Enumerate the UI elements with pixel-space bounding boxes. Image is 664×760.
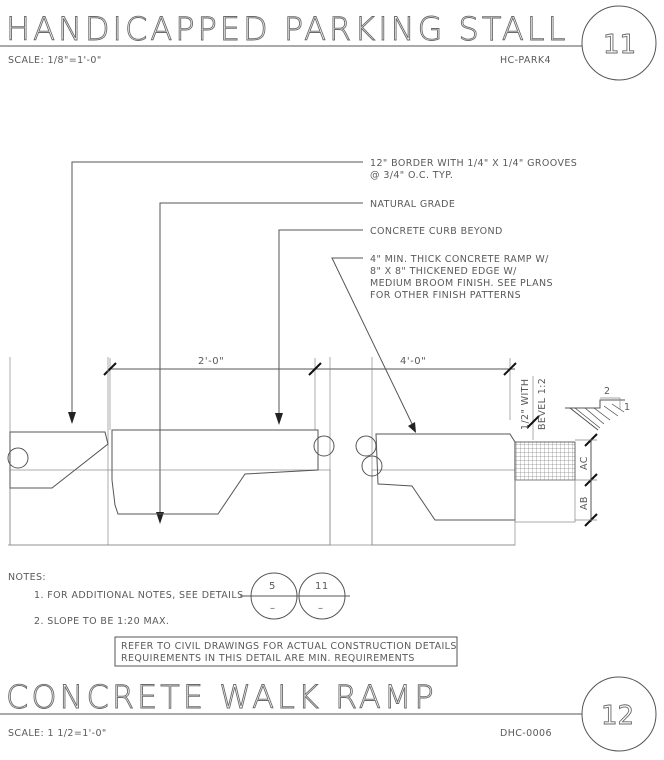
civil-note-box: [114, 636, 458, 667]
concrete-ramp-slab: [375, 433, 516, 521]
detail-ref-11-number: 11: [315, 581, 329, 592]
section-drawing: AC AB 1/2" WITH BEVEL 1:2 2 1: [7, 376, 630, 546]
callout-curb: CONCRETE CURB BEYOND: [370, 226, 503, 237]
concrete-curb-slab: [111, 429, 319, 515]
brick-subbase-right: [371, 469, 516, 546]
note-1: 1. FOR ADDITIONAL NOTES, SEE DETAILS: [34, 590, 244, 601]
joint-mid-b: [355, 435, 377, 457]
callout-text: 12" BORDER WITH 1/4" X 1/4" GROOVES @ 3/…: [370, 158, 577, 301]
callout-border-line1: 12" BORDER WITH 1/4" X 1/4" GROOVES: [370, 158, 577, 169]
bottom-title: CONCRETE WALK RAMP: [6, 678, 437, 716]
bottom-scale: SCALE: 1 1/2=1'-0": [8, 728, 107, 739]
bevel-note-line2: BEVEL 1:2: [537, 378, 548, 430]
top-title-block: HANDICAPPED PARKING STALL SCALE: 1/8"=1'…: [0, 5, 657, 81]
top-scale: SCALE: 1/8"=1'-0": [8, 55, 102, 66]
bottom-code: DHC-0006: [500, 728, 552, 739]
joint-left: [7, 447, 29, 469]
civil-note-line2: REQUIREMENTS IN THIS DETAIL ARE MIN. REQ…: [121, 653, 415, 664]
dim-2ft: 2'-0": [198, 356, 224, 367]
notes-heading: NOTES:: [8, 572, 46, 583]
joint-mid-c: [361, 455, 383, 477]
civil-note-line1: REFER TO CIVIL DRAWINGS FOR ACTUAL CONST…: [121, 641, 457, 652]
notes-section: NOTES: 1. FOR ADDITIONAL NOTES, SEE DETA…: [8, 572, 458, 667]
label-ac: AC: [579, 456, 590, 470]
detail-ref-11-sheet: –: [318, 603, 324, 614]
callout-ramp-line1: 4" MIN. THICK CONCRETE RAMP W/: [370, 254, 549, 265]
callout-ramp-line4: FOR OTHER FINISH PATTERNS: [370, 290, 521, 301]
brick-subbase-left: [9, 469, 331, 546]
asphalt-layer: [514, 441, 576, 481]
top-code: HC-PARK4: [500, 55, 551, 66]
bevel-note-line1: 1/2" WITH: [520, 379, 531, 430]
label-ab: AB: [579, 496, 590, 510]
top-detail-bubble: [581, 5, 657, 81]
dimension-line: 2'-0" 4'-0": [103, 356, 517, 430]
top-title: HANDICAPPED PARKING STALL: [6, 10, 568, 48]
slope-run: 2: [604, 386, 610, 397]
aggregate-base-layer: [514, 479, 576, 523]
section-frame: [8, 357, 515, 546]
detail-ref-5-number: 5: [269, 581, 276, 592]
bottom-title-block: CONCRETE WALK RAMP SCALE: 1 1/2=1'-0" DH…: [0, 676, 657, 752]
slope-rise: 1: [624, 402, 630, 413]
callout-leaders: [68, 161, 416, 524]
bottom-detail-bubble: [581, 676, 657, 752]
callout-border-line2: @ 3/4" O.C. TYP.: [370, 170, 453, 181]
bottom-detail-number: 12: [601, 701, 634, 731]
callout-grade: NATURAL GRADE: [370, 199, 455, 210]
callout-ramp-line2: 8" X 8" THICKENED EDGE W/: [370, 266, 517, 277]
dim-4ft: 4'-0": [400, 356, 426, 367]
note-2: 2. SLOPE TO BE 1:20 MAX.: [34, 616, 169, 627]
top-detail-number: 11: [603, 30, 636, 60]
detail-ref-5-sheet: –: [270, 603, 276, 614]
slope-symbol: 2 1: [565, 386, 630, 431]
callout-ramp-line3: MEDIUM BROOM FINISH. SEE PLANS: [370, 278, 553, 289]
concrete-border-left: [9, 431, 109, 489]
joint-mid-a: [313, 435, 335, 457]
